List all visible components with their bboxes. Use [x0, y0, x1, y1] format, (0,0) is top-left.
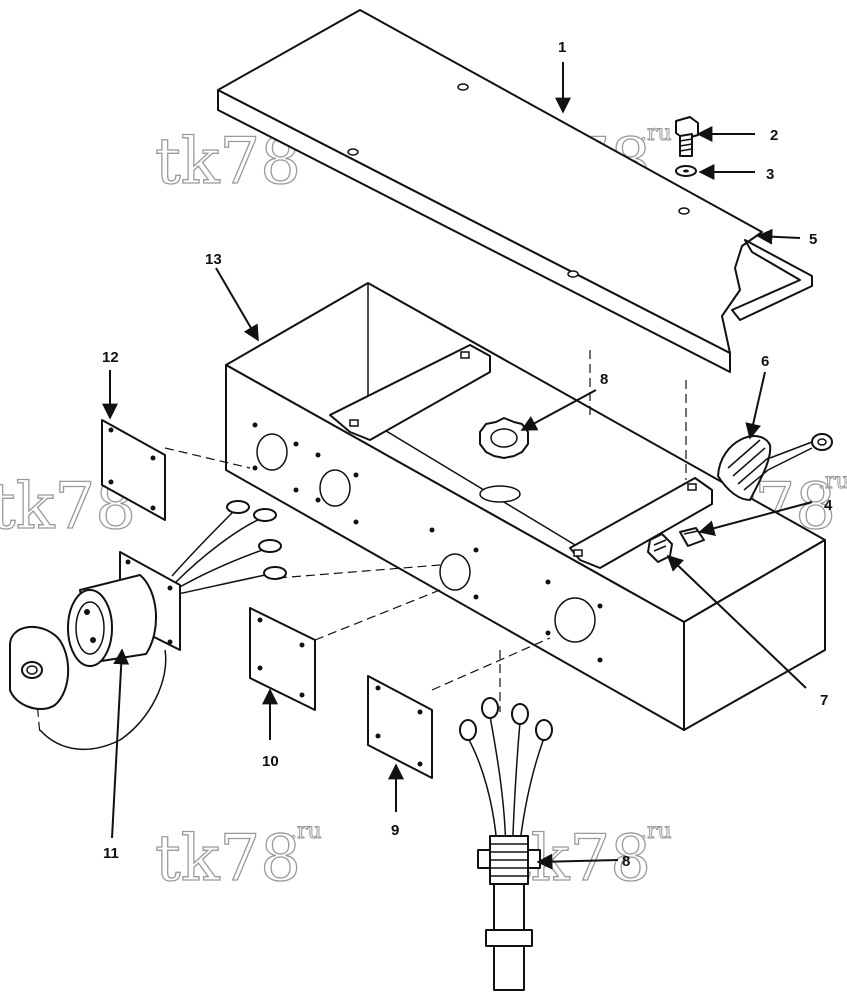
callout-4: 4 [824, 497, 833, 514]
watermark-2-suffix: .ru [640, 121, 672, 146]
callout-2: 2 [770, 127, 778, 144]
callout-10: 10 [262, 753, 279, 770]
washer [675, 165, 697, 177]
callout-8: 8 [600, 371, 608, 388]
callout-12: 12 [102, 349, 119, 366]
receptacle [9, 500, 287, 751]
leaders [102, 62, 813, 870]
callout-9: 9 [391, 822, 399, 839]
gasket-lower [367, 675, 433, 779]
callout-7: 7 [820, 692, 828, 709]
callout-3: 3 [766, 166, 774, 183]
callout-6: 6 [761, 353, 769, 370]
alignment-lines [164, 350, 687, 712]
callout-1: 1 [558, 39, 566, 56]
screw [675, 116, 699, 157]
watermark-7-suffix: .ru [640, 819, 672, 844]
callout-8-cable: 8 [622, 853, 630, 870]
terminal-clip [679, 527, 705, 547]
watermark-5-suffix: .ru [818, 469, 847, 494]
callout-5: 5 [809, 231, 817, 248]
gasket-upper [101, 419, 166, 521]
gasket-middle [249, 607, 316, 711]
box [225, 282, 826, 731]
handle [731, 239, 813, 321]
cable-assembly [459, 697, 553, 991]
watermark-6-suffix: .ru [290, 819, 322, 844]
callout-13: 13 [205, 251, 222, 268]
lid [217, 9, 763, 373]
ground-strap [717, 433, 833, 501]
callout-labels: 1 2 3 4 5 6 7 8 9 10 11 12 13 8 [102, 39, 833, 870]
watermark-6: tk78 [155, 822, 301, 896]
callout-11: 11 [103, 845, 119, 862]
nut [479, 417, 529, 459]
